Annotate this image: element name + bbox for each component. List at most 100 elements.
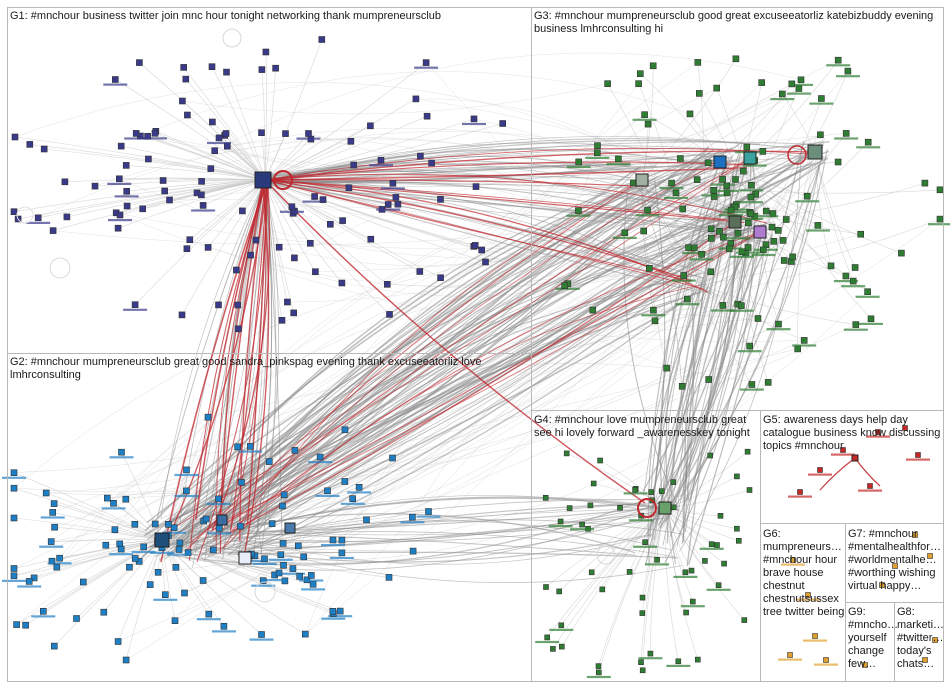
edge-heavy <box>232 539 683 583</box>
group-label-g4: G4: #mnchour love mumpreneursclub great … <box>534 414 750 439</box>
node-label-mark <box>174 494 199 498</box>
edge-heavy <box>267 181 704 272</box>
node-label-mark <box>796 598 820 601</box>
edge-heavy <box>262 142 718 183</box>
node-g2 <box>117 545 125 553</box>
edge-heavy <box>234 518 661 543</box>
node-g2 <box>238 479 245 486</box>
node-g3 <box>762 207 770 215</box>
node-g3 <box>719 176 726 183</box>
node-g2 <box>170 524 178 531</box>
node-label-mark <box>167 553 192 556</box>
edge-heavy <box>261 175 704 280</box>
group-label-g9: G9: #mncho… yourself change few… <box>848 606 899 670</box>
node-label-mark <box>26 221 51 224</box>
node-g1 <box>63 213 71 221</box>
edge <box>264 179 343 284</box>
node-label-mark <box>191 209 216 212</box>
edge-red <box>264 179 727 221</box>
node-g1 <box>233 266 240 274</box>
edge <box>264 179 316 272</box>
node-g4 <box>550 646 556 652</box>
hub-node-g3 <box>713 155 727 169</box>
node-label-mark <box>710 309 735 312</box>
edge-red <box>264 179 745 224</box>
edge-heavy <box>260 179 277 554</box>
hub-node-g4 <box>658 501 672 515</box>
node-g4 <box>617 504 623 511</box>
node-g1 <box>199 202 207 209</box>
group-panel-g3 <box>531 7 944 411</box>
edge <box>182 83 608 115</box>
node-g1 <box>412 95 420 103</box>
node-label-mark <box>280 572 305 575</box>
node-g1 <box>290 309 298 317</box>
node-label-mark <box>329 556 354 560</box>
node-g2 <box>56 554 63 562</box>
node-g3 <box>698 251 705 258</box>
node-label-mark <box>380 187 405 190</box>
edge-heavy <box>653 180 666 497</box>
self-loop-ring <box>222 28 242 48</box>
node-g1 <box>114 224 122 232</box>
node-label-mark <box>738 201 763 204</box>
node-g2 <box>183 466 190 474</box>
node-g3 <box>740 167 747 175</box>
node-g2 <box>50 642 58 650</box>
node-label-mark <box>739 388 764 391</box>
node-g3 <box>842 130 850 137</box>
node-g1 <box>345 184 353 191</box>
node-label-mark <box>296 137 321 140</box>
node-label-mark <box>855 295 880 298</box>
node-label-mark <box>301 588 326 591</box>
node-g1 <box>112 76 119 83</box>
self-loop-ring-g4 <box>637 498 657 518</box>
node-label-mark <box>770 98 795 101</box>
node-g5 <box>915 452 921 458</box>
node-g3 <box>849 277 857 285</box>
node-g1 <box>179 97 186 105</box>
node-label-mark <box>302 200 327 203</box>
node-g2 <box>389 454 396 462</box>
node-g1 <box>367 235 375 243</box>
node-g1 <box>367 122 374 130</box>
node-g1 <box>389 180 397 187</box>
node-label-mark <box>549 628 574 631</box>
node-label-mark <box>795 200 820 203</box>
node-label-mark <box>252 562 277 565</box>
node-g3 <box>770 238 778 245</box>
node-g1 <box>417 152 424 160</box>
node-g2 <box>42 489 50 497</box>
node-g3 <box>678 382 686 390</box>
node-g3 <box>723 182 731 190</box>
node-g3 <box>686 110 694 118</box>
node-label-mark <box>726 237 750 240</box>
node-label-mark <box>249 638 274 641</box>
node-g1 <box>482 258 489 266</box>
node-g1 <box>272 64 279 72</box>
node-g1 <box>377 156 385 164</box>
node-label-mark <box>722 211 747 214</box>
node-g1 <box>26 141 34 148</box>
edge-red <box>196 182 269 563</box>
node-g3 <box>725 245 733 253</box>
node-g1 <box>131 301 139 309</box>
node-label-mark <box>238 450 263 453</box>
edge <box>126 179 266 192</box>
node-g2 <box>122 656 130 664</box>
node-label-mark <box>535 640 560 644</box>
edge-heavy <box>636 180 683 512</box>
node-g4 <box>648 489 655 495</box>
edge-heavy <box>222 179 266 560</box>
node-g2 <box>341 426 349 434</box>
node-g2 <box>146 581 154 588</box>
node-g2 <box>324 487 331 495</box>
self-loop-ring <box>596 545 616 565</box>
group-label-g8: G8: marketi… #twitter… today's chats… <box>897 606 945 670</box>
edge-heavy <box>200 502 664 555</box>
node-g3 <box>651 317 659 325</box>
node-g3 <box>779 237 787 244</box>
node-label-mark <box>162 531 187 534</box>
edge <box>185 78 266 181</box>
node-label-mark <box>789 83 813 86</box>
